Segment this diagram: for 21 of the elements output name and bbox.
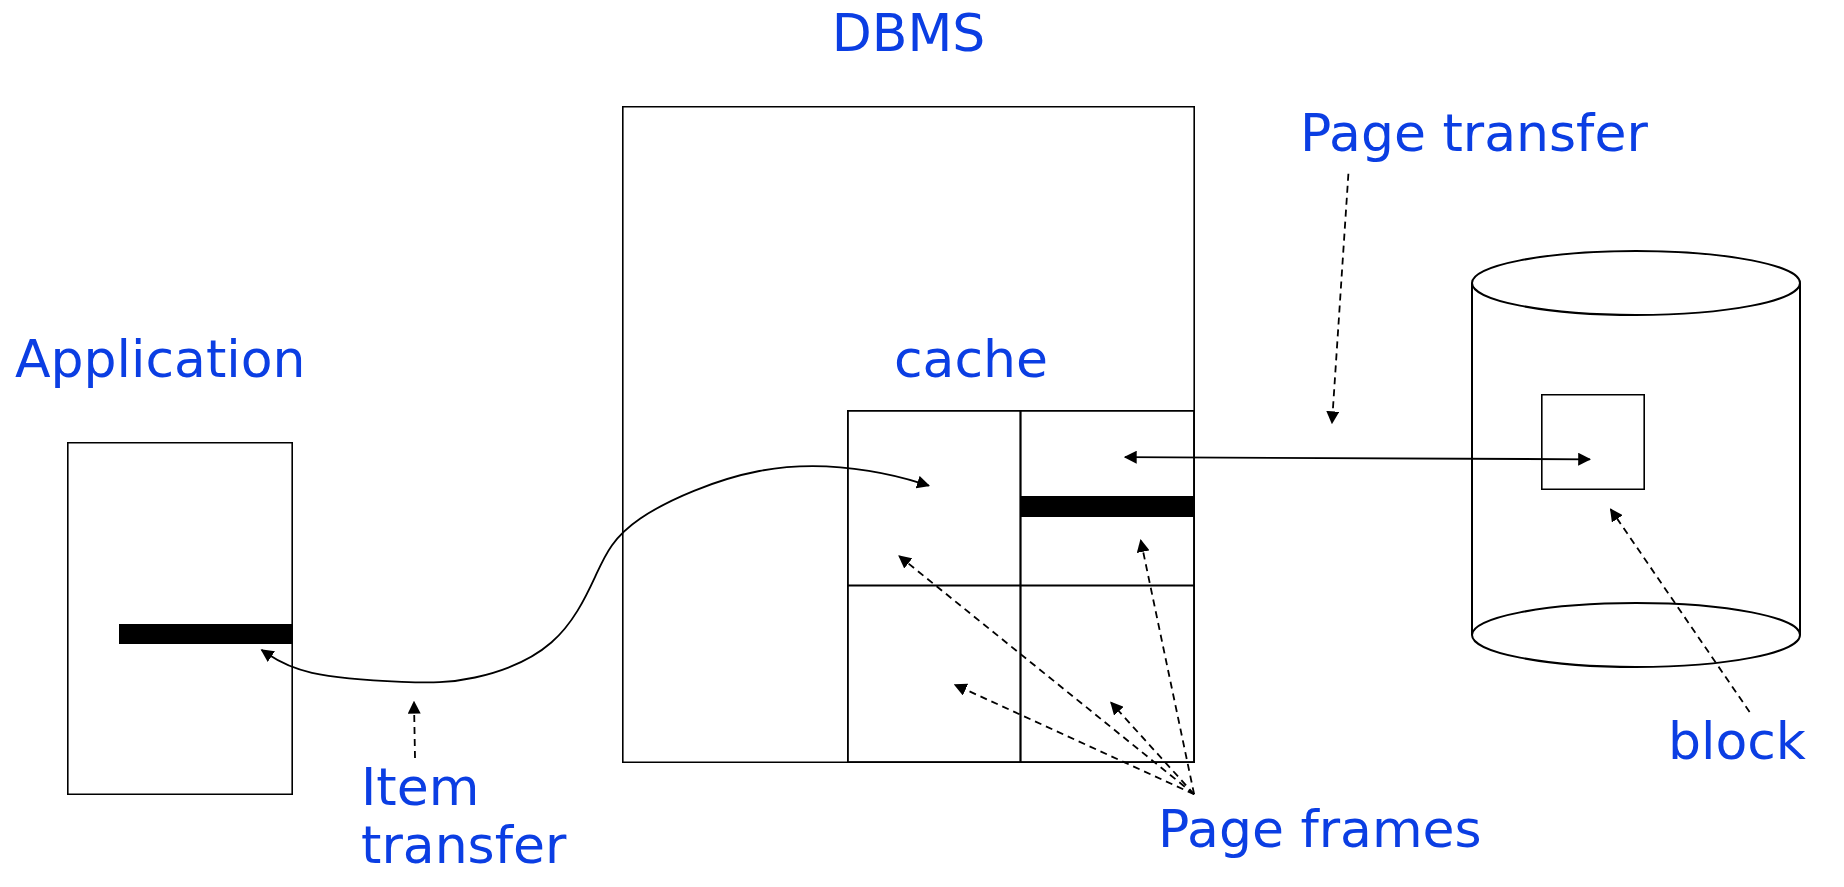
annotation-text: block [1668,712,1838,776]
leader-line [407,700,421,759]
leader-line [1326,172,1350,425]
page-frame [847,585,1021,763]
record-bar [1020,496,1195,517]
arrow [260,465,930,684]
page-frame [1020,410,1195,586]
box-title: cache [893,330,1049,389]
leader-line [1136,538,1195,796]
leader-line [953,683,1195,796]
arrow [1123,450,1592,466]
box-title: Application [15,330,307,389]
annotation-text: Item transfer [361,758,631,884]
page-frame [847,410,1021,586]
box-title: DBMS [830,4,987,63]
leader-line [1110,701,1195,796]
annotation-text: Page frames [1158,800,1578,864]
record-bar [119,624,293,644]
page-frame [1020,585,1195,763]
leader-line [1609,508,1751,713]
annotation-text: Page transfer [1300,104,1740,168]
